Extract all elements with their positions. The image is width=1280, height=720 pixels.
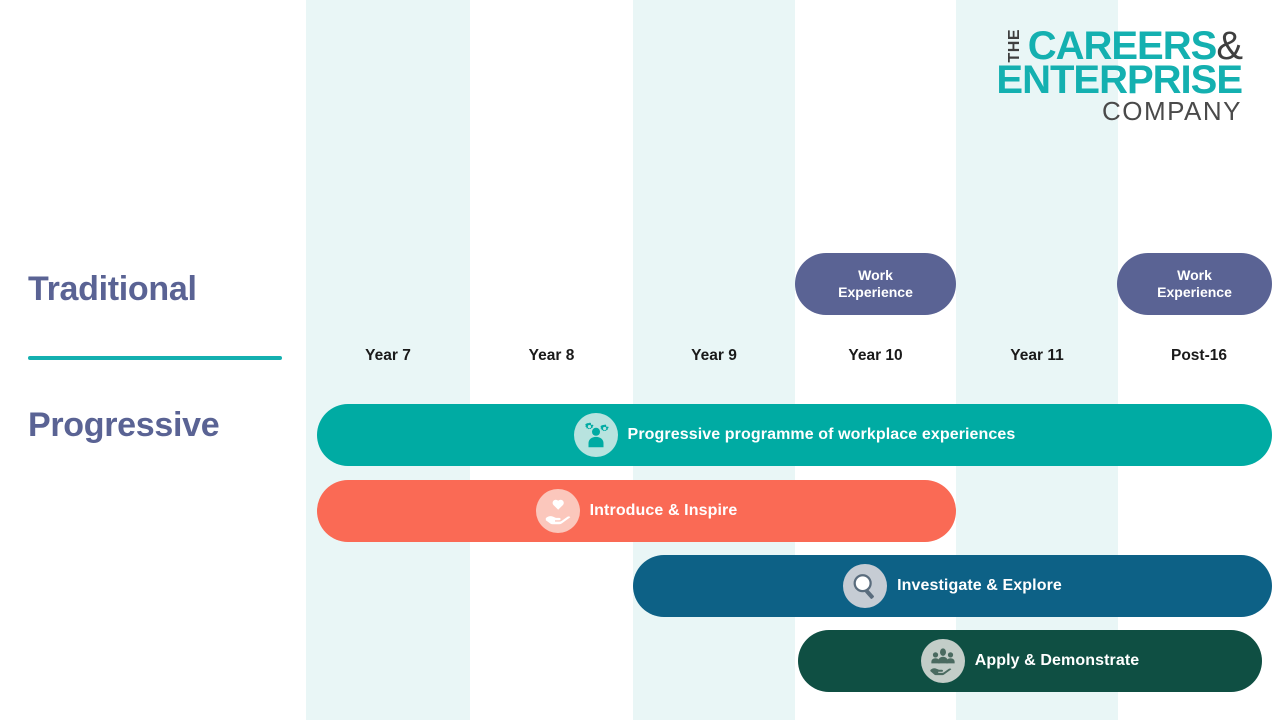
progressive-bar-label: Introduce & Inspire — [589, 502, 738, 519]
group-hand-icon — [920, 639, 965, 683]
progressive-bar-group-hand[interactable]: Apply & Demonstrate — [798, 630, 1262, 692]
logo-company-text: COMPANY — [1101, 96, 1242, 126]
column-stripe-year-7 — [306, 0, 470, 720]
people-gears-icon — [573, 413, 618, 457]
progressive-bar-magnifier[interactable]: Investigate & Explore — [633, 555, 1272, 617]
year-label-year-8: Year 8 — [528, 347, 575, 364]
logo-enterprise-text: ENTERPRISE — [996, 58, 1243, 102]
logo-the-text: THE — [1005, 29, 1023, 63]
careers-enterprise-company-logo: THE CAREERS & ENTERPRISE COMPANY — [996, 24, 1243, 126]
section-label-traditional: Traditional — [28, 270, 197, 308]
year-label-year-9: Year 9 — [691, 347, 737, 364]
hand-heart-icon — [535, 489, 580, 533]
year-label-year-11: Year 11 — [1010, 347, 1064, 364]
progressive-bar-label: Investigate & Explore — [897, 577, 1062, 594]
logo-line-one: THE CAREERS & — [996, 24, 1243, 68]
logo-careers-text: CAREERS — [1027, 24, 1218, 68]
logo-ampersand: & — [1216, 24, 1243, 68]
progressive-bar-hand-heart[interactable]: Introduce & Inspire — [317, 480, 956, 542]
progressive-bar-people-gears[interactable]: Progressive programme of workplace exper… — [317, 404, 1272, 466]
year-label-year-7: Year 7 — [365, 347, 411, 364]
year-label-post-16: Post-16 — [1171, 347, 1227, 364]
section-label-progressive: Progressive — [28, 406, 220, 444]
section-divider — [28, 356, 282, 360]
year-label-year-10: Year 10 — [848, 347, 903, 364]
progressive-bar-label: Apply & Demonstrate — [974, 652, 1140, 669]
magnifier-icon — [843, 564, 888, 608]
progressive-bar-label: Progressive programme of workplace exper… — [627, 426, 1016, 443]
